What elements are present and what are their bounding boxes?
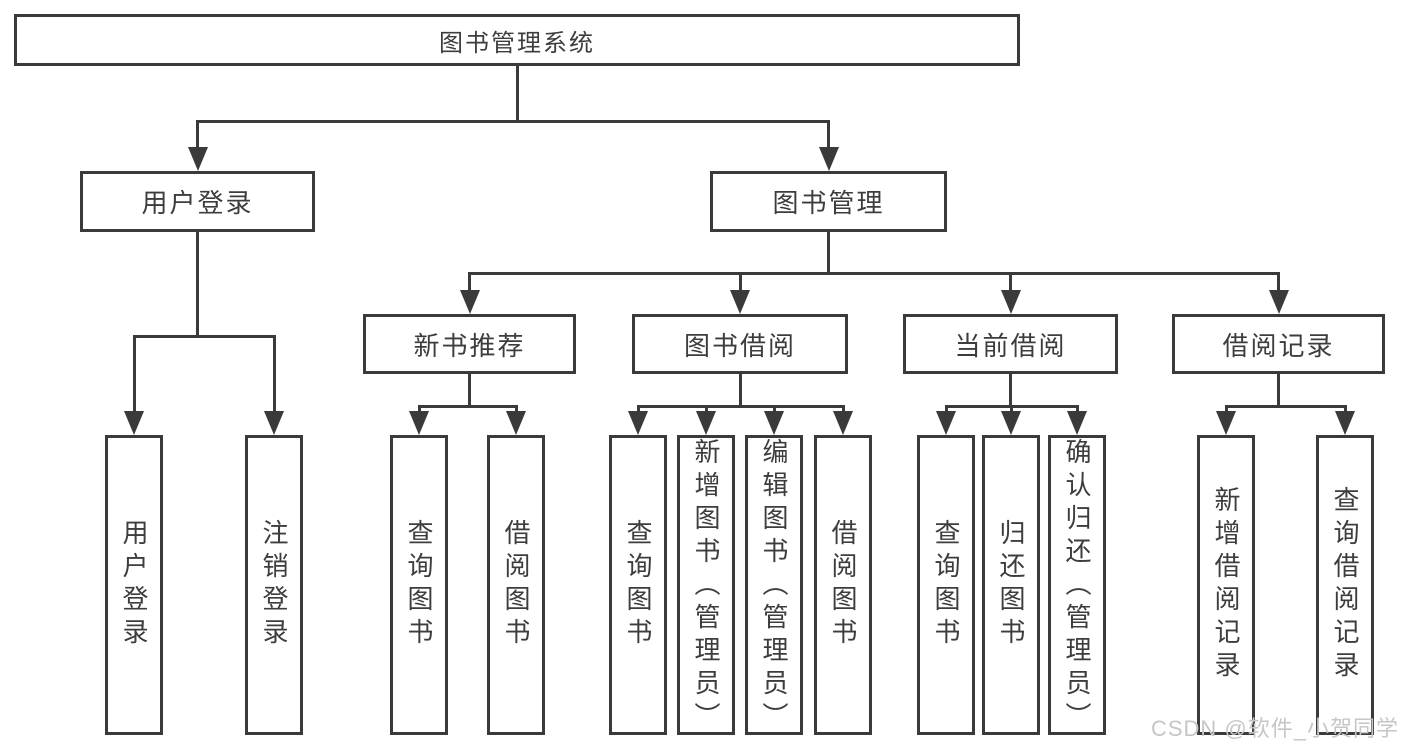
arrowhead-down-icon bbox=[1001, 411, 1021, 435]
connector-drop bbox=[944, 405, 948, 415]
connector-drop bbox=[841, 405, 845, 415]
node-leaf-add-record: 新增借阅记录 bbox=[1197, 435, 1255, 735]
node-book-borrow: 图书借阅 bbox=[632, 314, 848, 374]
connector-stem bbox=[827, 232, 830, 275]
connector-stem bbox=[196, 232, 199, 338]
arrowhead-down-icon bbox=[628, 411, 648, 435]
arrowhead-down-icon bbox=[696, 411, 716, 435]
csdn-watermark: CSDN @软件_小贺同学 bbox=[1150, 716, 1399, 741]
arrowhead-down-icon bbox=[1216, 411, 1236, 435]
node-leaf-edit-book: 编辑图书（管理员） bbox=[745, 435, 803, 735]
connector-drop bbox=[1343, 405, 1347, 415]
connector-rail bbox=[1224, 405, 1347, 408]
arrowhead-down-icon bbox=[264, 411, 284, 435]
connector-drop bbox=[1277, 272, 1280, 294]
node-leaf-query-record: 查询借阅记录 bbox=[1316, 435, 1374, 735]
arrowhead-down-icon bbox=[409, 411, 429, 435]
connector-stem bbox=[515, 66, 519, 123]
node-leaf-user-login: 用户登录 bbox=[105, 435, 163, 735]
node-leaf-confirm-return: 确认归还（管理员） bbox=[1048, 435, 1106, 735]
connector-drop bbox=[272, 335, 276, 415]
connector-drop bbox=[1075, 405, 1079, 415]
arrowhead-down-icon bbox=[818, 147, 839, 171]
connector-drop bbox=[196, 120, 199, 151]
arrowhead-down-icon bbox=[506, 411, 526, 435]
connector-drop bbox=[514, 405, 518, 415]
arrowhead-down-icon bbox=[1335, 411, 1355, 435]
arrowhead-down-icon bbox=[1268, 290, 1289, 314]
connector-stem bbox=[738, 374, 742, 408]
node-leaf-query-book-3: 查询图书 bbox=[917, 435, 975, 735]
connector-rail bbox=[196, 120, 830, 123]
node-leaf-return-book: 归还图书 bbox=[982, 435, 1040, 735]
connector-stem bbox=[1277, 374, 1280, 408]
connector-rail bbox=[468, 272, 1280, 275]
connector-rail bbox=[417, 405, 518, 408]
arrowhead-down-icon bbox=[936, 411, 956, 435]
connector-drop bbox=[704, 405, 708, 415]
connector-drop bbox=[468, 272, 471, 294]
connector-rail bbox=[132, 335, 276, 338]
node-book-mgmt: 图书管理 bbox=[710, 171, 947, 232]
node-new-book-rec: 新书推荐 bbox=[363, 314, 576, 374]
arrowhead-down-icon bbox=[730, 290, 750, 314]
node-leaf-borrow-book-2: 借阅图书 bbox=[814, 435, 872, 735]
connector-rail bbox=[636, 405, 845, 408]
node-leaf-add-book: 新增图书（管理员） bbox=[677, 435, 735, 735]
node-current-borrow: 当前借阅 bbox=[903, 314, 1118, 374]
node-leaf-query-book-2: 查询图书 bbox=[609, 435, 667, 735]
arrowhead-down-icon bbox=[124, 411, 144, 435]
node-root: 图书管理系统 bbox=[14, 14, 1020, 66]
arrowhead-down-icon bbox=[459, 290, 480, 314]
connector-drop bbox=[772, 405, 776, 415]
node-borrow-records: 借阅记录 bbox=[1172, 314, 1385, 374]
connector-stem bbox=[468, 374, 471, 408]
arrowhead-down-icon bbox=[1000, 290, 1021, 314]
connector-drop bbox=[417, 405, 421, 415]
arrowhead-down-icon bbox=[1067, 411, 1087, 435]
connector-drop bbox=[1224, 405, 1228, 415]
connector-drop bbox=[132, 335, 136, 415]
connector-drop bbox=[738, 272, 742, 294]
connector-drop bbox=[1009, 272, 1012, 294]
node-user-login: 用户登录 bbox=[80, 171, 315, 232]
arrowhead-down-icon bbox=[764, 411, 784, 435]
connector-drop bbox=[1009, 405, 1013, 415]
node-leaf-logout: 注销登录 bbox=[245, 435, 303, 735]
arrowhead-down-icon bbox=[833, 411, 853, 435]
connector-stem bbox=[1009, 374, 1012, 408]
node-leaf-query-book-1: 查询图书 bbox=[390, 435, 448, 735]
connector-drop bbox=[636, 405, 640, 415]
arrowhead-down-icon bbox=[187, 147, 208, 171]
connector-drop bbox=[827, 120, 830, 151]
node-leaf-borrow-book-1: 借阅图书 bbox=[487, 435, 545, 735]
